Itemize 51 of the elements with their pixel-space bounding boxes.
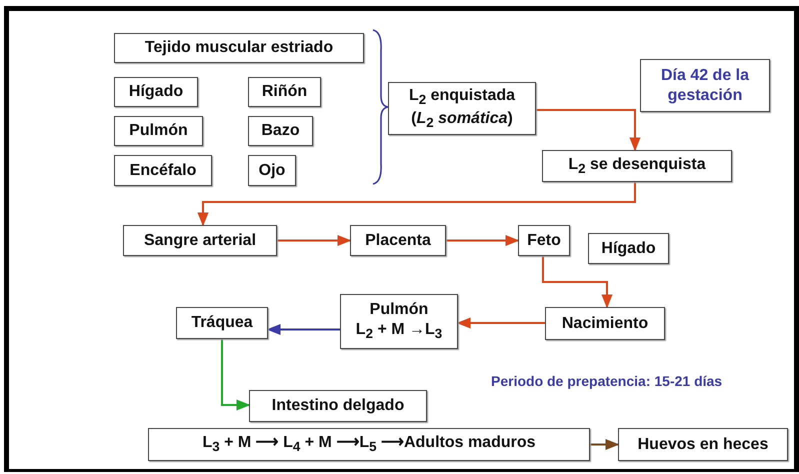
node-text: Huevos en heces [638,434,768,454]
arrow [446,234,520,246]
node-text: L$_{2}$ + M →L$_{3}$ [356,320,442,343]
node-text: L$_{2}$ enquistada (L$_{2}$ somática) [408,86,516,132]
node-text: Tráquea [191,313,253,333]
process-box [545,307,665,340]
node-text: Feto [527,230,561,250]
arrow [266,324,340,336]
node-text: Pulmón [370,300,428,320]
process-box [588,233,669,264]
process-box [248,77,321,107]
node-text: Placenta [365,230,431,250]
note-box [640,59,770,112]
node-text: Sangre arterial [144,230,256,250]
arrow [197,182,636,226]
node-text: Hígado [128,82,184,102]
process-box [542,150,732,182]
process-box [114,116,203,146]
node-text: L$_{2}$ se desenquista [568,154,706,178]
process-box [148,428,590,461]
arrow [277,234,352,246]
arrow [590,438,620,450]
node-text: Bazo [261,121,300,141]
node-text: Intestino delgado [272,396,404,416]
process-box [176,307,268,339]
process-box [350,225,446,256]
process-box [388,82,536,135]
node-text: Hígado [601,238,656,258]
arrow [456,317,545,329]
arrow [221,339,250,411]
node-text: Pulmón [129,121,188,141]
arrow [536,109,641,152]
process-box [340,294,458,349]
process-box [618,428,788,461]
process-box [518,225,570,256]
node-text: L$_{3}$ + M ⟶ L$_{4}$ + M ⟶L$_{5}$ ⟶Adultos maduros [202,433,536,456]
process-box [248,116,313,146]
note-text: Periodo de prepatencia: 15-21 días [491,373,722,389]
process-box [114,77,198,107]
process-box [249,390,427,422]
arrow [542,256,613,308]
node-text: Riñón [262,82,308,102]
node-text: Encéfalo [130,160,196,180]
process-box [123,225,277,256]
node-text: Tejido muscular estriado [144,38,334,58]
node-text: Ojo [258,160,286,180]
process-box [114,33,364,63]
node-text: Día 42 de la gestación [660,66,750,106]
process-box [114,155,212,186]
process-box [248,155,296,186]
node-text: Nacimiento [562,314,648,334]
